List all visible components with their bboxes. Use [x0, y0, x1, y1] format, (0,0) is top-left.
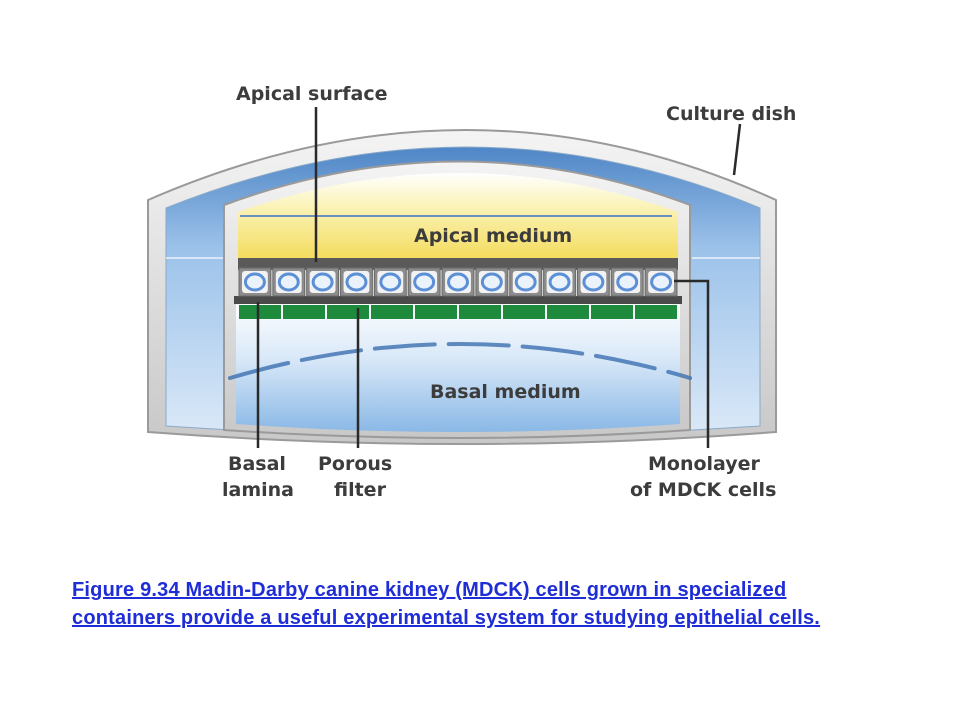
monolayer-leader [674, 279, 710, 448]
filter-segment [239, 305, 281, 319]
cell-nucleus [582, 272, 605, 292]
label-apical-surface: Apical surface [236, 83, 387, 105]
cell-nucleus [345, 272, 368, 292]
filter-segment [371, 305, 413, 319]
cell-nucleus [480, 272, 503, 292]
mdck-cell [272, 267, 306, 297]
filter-segment [283, 305, 325, 319]
apical-medium-region [238, 173, 678, 268]
cell-nucleus [277, 272, 300, 292]
label-apical-medium: Apical medium [414, 225, 572, 247]
filter-segment [503, 305, 545, 319]
label-basal-medium: Basal medium [430, 381, 581, 403]
mdck-cell [644, 267, 678, 297]
cell-nucleus [514, 272, 537, 292]
label-porous-filter-line2: filter [334, 479, 387, 501]
label-porous-filter-line1: Porous [318, 453, 392, 475]
figure-caption[interactable]: Figure 9.34 Madin-Darby canine kidney (M… [72, 576, 832, 632]
apical-microvilli [238, 258, 678, 270]
mdck-cell-monolayer [238, 258, 678, 297]
filter-segment [547, 305, 589, 319]
mdck-cell [407, 267, 441, 297]
culture-insert [223, 160, 691, 439]
cell-nucleus [413, 272, 436, 292]
filter-segment [327, 305, 369, 319]
mdck-cell [576, 267, 610, 297]
filter-segment [459, 305, 501, 319]
label-culture-dish: Culture dish [666, 103, 796, 125]
mdck-cell [306, 267, 340, 297]
culture-dish-leader [732, 123, 742, 176]
mdck-cell [543, 267, 576, 297]
filter-segment [635, 305, 677, 319]
callout-lines [256, 107, 742, 448]
cell-nucleus [616, 272, 639, 292]
cell-nucleus [379, 272, 402, 292]
figure-caption-link[interactable]: Figure 9.34 Madin-Darby canine kidney (M… [72, 579, 821, 629]
cell-nucleus [243, 272, 266, 292]
basal-medium-region [236, 300, 680, 432]
mdck-cell [238, 267, 272, 297]
mdck-culture-diagram: Apical surface Culture dish Apical mediu… [147, 83, 796, 501]
label-monolayer-line2: of MDCK cells [630, 479, 776, 501]
filter-segment [591, 305, 633, 319]
basal-lamina [234, 296, 682, 304]
label-basal-lamina-line1: Basal [228, 453, 286, 475]
cell-nucleus [311, 272, 334, 292]
mdck-cell [475, 267, 509, 297]
cell-nucleus [548, 272, 571, 292]
label-monolayer-line1: Monolayer [648, 453, 761, 475]
mdck-cell [610, 267, 644, 297]
mdck-cell [340, 267, 373, 297]
cell-nucleus [447, 272, 469, 292]
cell-nucleus [650, 272, 673, 292]
label-basal-lamina-line2: lamina [222, 479, 294, 501]
filter-segment [415, 305, 457, 319]
mdck-cell [509, 267, 543, 297]
medium-flow-arcs [228, 342, 692, 380]
porous-filter [234, 296, 682, 319]
mdck-cell [373, 267, 407, 297]
mdck-cell [441, 267, 475, 297]
